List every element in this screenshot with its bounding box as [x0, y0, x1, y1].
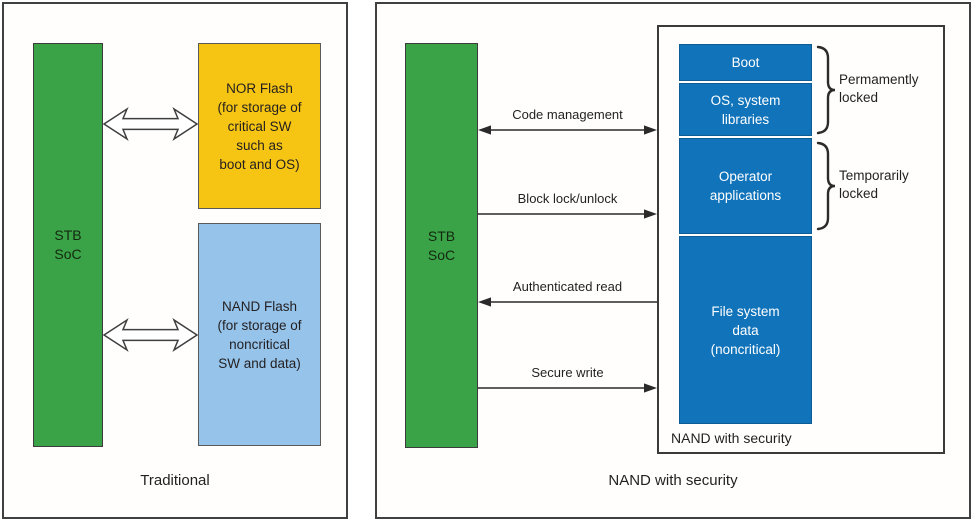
arrow-bidirectional-icon: [478, 125, 657, 135]
arrow-right-icon: [478, 383, 657, 393]
arrow-right-icon: [478, 209, 657, 219]
arrow-left-icon: [478, 297, 657, 307]
caption-nand-with-security: NAND with security: [608, 472, 738, 489]
nand-security-inner-label: NAND with security: [671, 430, 792, 446]
section-label: Operator applications: [709, 169, 782, 203]
nand-flash-label: NAND Flash (for storage of noncritical S…: [217, 298, 302, 371]
stb-soc-box-secure: STB SoC: [405, 43, 478, 448]
memory-section-boot: Boot: [679, 44, 812, 81]
brace-permanently-locked-icon: [816, 45, 836, 135]
brace-temporarily-locked-icon: [816, 141, 836, 231]
label-authenticated-read: Authenticated read: [512, 279, 623, 294]
section-label: File system data (noncritical): [710, 303, 781, 357]
nor-flash-box: NOR Flash (for storage of critical SW su…: [198, 43, 321, 209]
label-block-lock-unlock: Block lock/unlock: [517, 191, 618, 206]
memory-map-stack: Boot OS, system libraries Operator appli…: [679, 44, 812, 424]
memory-section-file-system: File system data (noncritical): [679, 236, 812, 424]
caption-traditional: Traditional: [140, 472, 210, 489]
note-temporarily-locked: Temporarily locked: [839, 168, 909, 201]
stb-soc-label: STB SoC: [54, 227, 82, 262]
section-label: Boot: [731, 55, 760, 70]
section-label: OS, system libraries: [710, 92, 781, 127]
label-secure-write: Secure write: [531, 365, 604, 380]
double-arrow-icon: [103, 107, 198, 141]
nand-flash-box: NAND Flash (for storage of noncritical S…: [198, 223, 321, 446]
note-permanently-locked: Permamently locked: [839, 72, 919, 105]
memory-section-operator-apps: Operator applications: [679, 138, 812, 234]
stb-soc-box-traditional: STB SoC: [33, 43, 103, 447]
panel-nand-with-security: STB SoC NAND with security Boot OS, syst…: [375, 2, 971, 519]
memory-section-os: OS, system libraries: [679, 83, 812, 136]
nor-flash-label: NOR Flash (for storage of critical SW su…: [217, 80, 302, 172]
panel-traditional: STB SoC NOR Flash (for storage of critic…: [2, 2, 348, 519]
label-code-management: Code management: [512, 107, 623, 122]
stb-soc-label: STB SoC: [427, 227, 456, 263]
double-arrow-icon: [103, 318, 198, 352]
